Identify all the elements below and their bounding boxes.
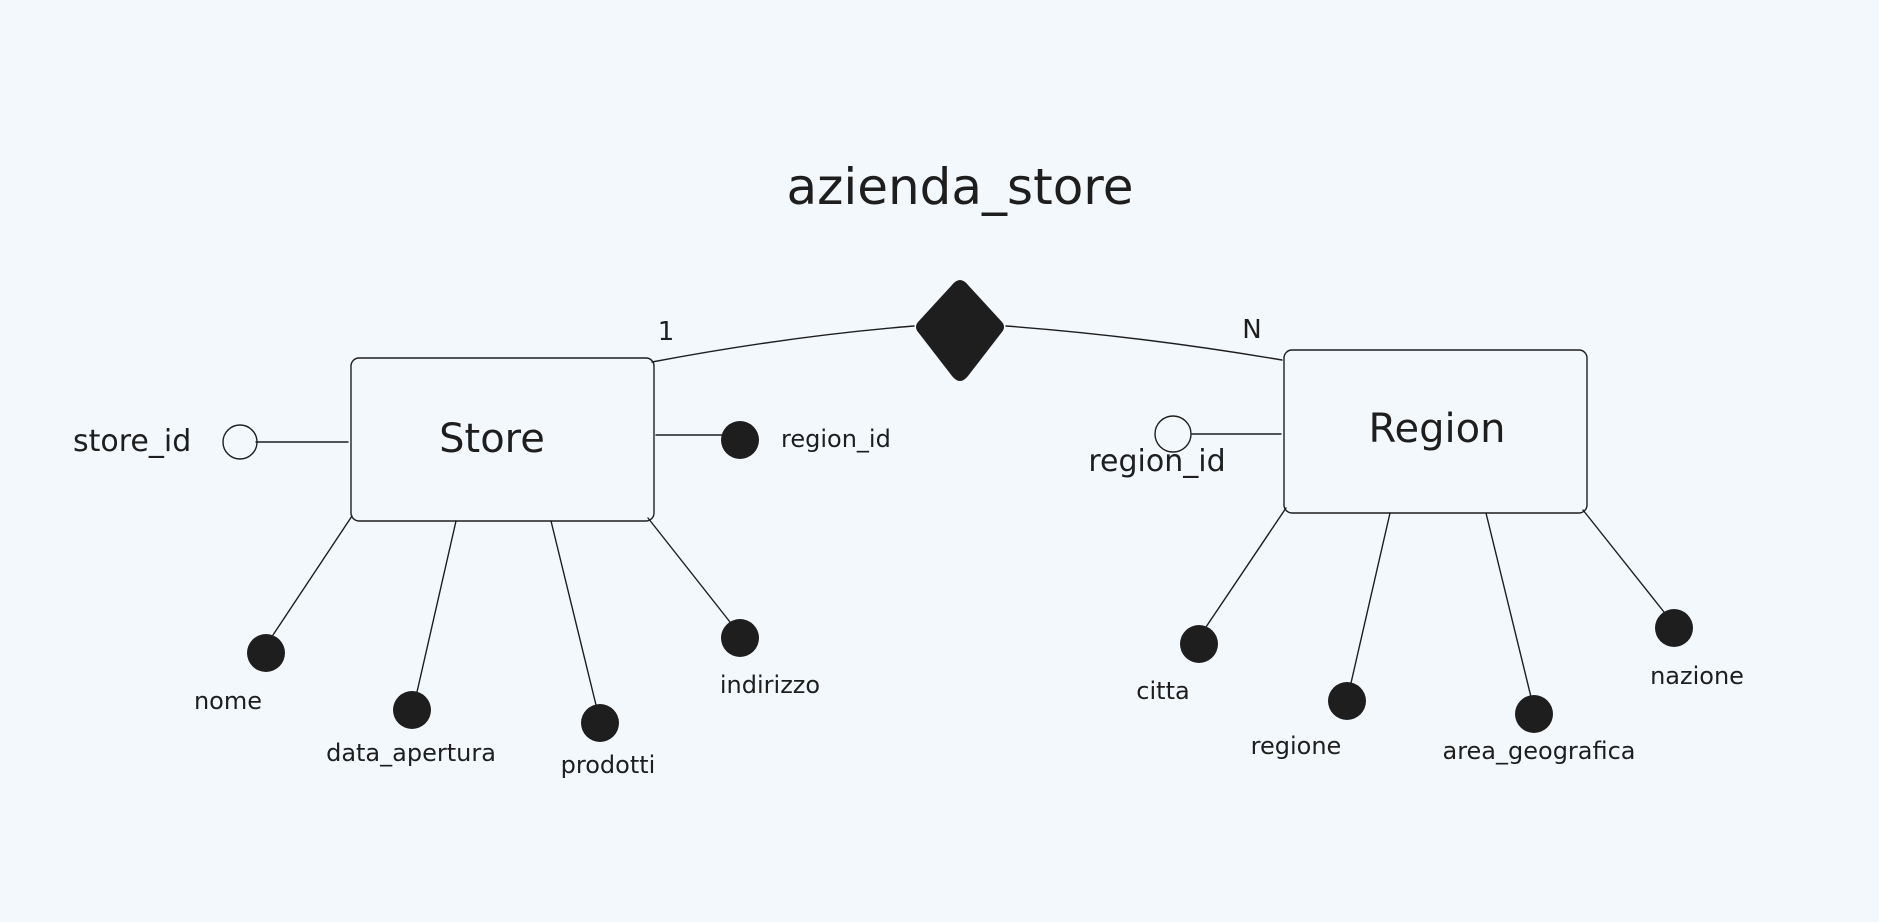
region-attr-line-area-geografica — [1485, 512, 1532, 698]
region-attr-line-citta — [1205, 507, 1287, 628]
store-attr-marker-data-apertura — [393, 691, 431, 729]
store-attr-data-apertura: data_apertura — [326, 739, 496, 767]
store-id-key-marker — [222, 424, 258, 460]
region-attr-line-nazione — [1582, 509, 1665, 613]
region-attr-marker-area-geografica — [1515, 695, 1553, 733]
entity-store-box — [350, 357, 655, 522]
store-attr-indirizzo: indirizzo — [720, 671, 820, 699]
store-attr-line-prodotti — [550, 520, 597, 706]
store-attr-line-indirizzo — [647, 517, 731, 623]
store-region-id-label: region_id — [781, 425, 891, 453]
store-attr-marker-prodotti — [581, 704, 619, 742]
store-attr-line-nome — [272, 515, 353, 636]
region-attr-area-geografica: area_geografica — [1442, 737, 1635, 765]
region-attr-line-regione — [1350, 512, 1391, 684]
cardinality-region: N — [1242, 315, 1261, 345]
store-attr-line-data-apertura — [416, 520, 457, 693]
region-attr-regione: regione — [1251, 732, 1342, 760]
region-attr-marker-citta — [1180, 625, 1218, 663]
store-attr-marker-nome — [247, 634, 285, 672]
entity-store-name: Store — [439, 416, 545, 462]
relationship-line-store — [651, 325, 915, 363]
region-attr-marker-nazione — [1655, 609, 1693, 647]
region-id-label: region_id — [1088, 444, 1225, 479]
store-attr-marker-indirizzo — [721, 619, 759, 657]
region-attr-nazione: nazione — [1650, 662, 1744, 690]
relationship-line-region — [1005, 325, 1283, 361]
relationship-title: azienda_store — [786, 158, 1133, 216]
entity-region-box — [1283, 349, 1588, 514]
entity-region-name: Region — [1369, 406, 1506, 452]
region-attr-citta: citta — [1136, 677, 1189, 705]
store-id-label: store_id — [73, 424, 191, 459]
region-id-key-marker — [1154, 415, 1192, 453]
store-region-id-marker — [721, 421, 759, 459]
region-attr-marker-regione — [1328, 682, 1366, 720]
store-attr-prodotti: prodotti — [561, 751, 656, 779]
relationship-diamond — [916, 280, 1004, 381]
store-attr-nome: nome — [194, 687, 262, 715]
cardinality-store: 1 — [658, 317, 675, 347]
